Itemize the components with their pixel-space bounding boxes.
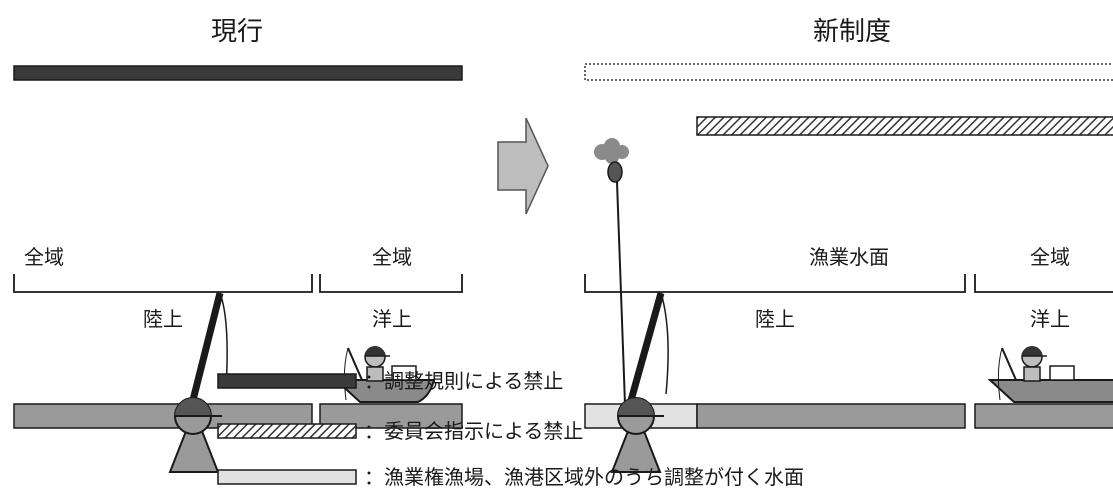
current-right-zone-label: 全域	[372, 245, 412, 269]
sea-zone-bar-new	[974, 403, 1113, 429]
smoke-icon	[594, 138, 629, 164]
current-land-label: 陸上	[143, 307, 183, 331]
sea-bracket-new	[974, 274, 1113, 293]
fishery-water-surface-bar	[696, 403, 966, 429]
land-bracket-new	[584, 274, 966, 293]
committee-instruction-prohibition-bar	[696, 116, 1113, 136]
new-land-label: 陸上	[755, 307, 795, 331]
new-panel-title: 新制度	[813, 17, 891, 47]
legend-label-adjusted-water: ：漁業権漁場、漁港区域外のうち調整が付く水面	[364, 465, 804, 489]
legend-swatch-light	[217, 469, 357, 485]
angler-head-icon	[174, 397, 222, 435]
legend: ：調整規則による禁止 ：委員会指示による禁止 ：漁業権漁場、漁港区域外のうち調整…	[217, 369, 804, 489]
sea-bracket	[319, 274, 463, 293]
land-bracket	[13, 274, 313, 293]
adjustment-rule-prohibition-bar	[13, 65, 463, 81]
dotted-outline-bar	[584, 63, 1113, 81]
current-left-zone-label: 全域	[24, 245, 64, 269]
water-surface-label: 漁業水面	[809, 245, 889, 269]
legend-label-adjustment-rule: ：調整規則による禁止	[364, 369, 563, 393]
legend-swatch-solid	[217, 373, 357, 389]
transition-arrow-icon	[497, 117, 549, 215]
new-right-zone-label: 全域	[1030, 245, 1070, 269]
current-panel-title: 現行	[211, 17, 263, 47]
boat-angler-icon	[333, 346, 436, 403]
current-sea-label: 洋上	[372, 307, 412, 331]
shore-angler-icon-new	[607, 161, 669, 473]
boat-angler-icon-new	[987, 346, 1113, 403]
angler-head-icon-new	[617, 397, 664, 435]
new-sea-label: 洋上	[1030, 307, 1070, 331]
legend-swatch-hatched	[217, 423, 357, 439]
legend-label-committee-instruction: ：委員会指示による禁止	[364, 419, 583, 443]
